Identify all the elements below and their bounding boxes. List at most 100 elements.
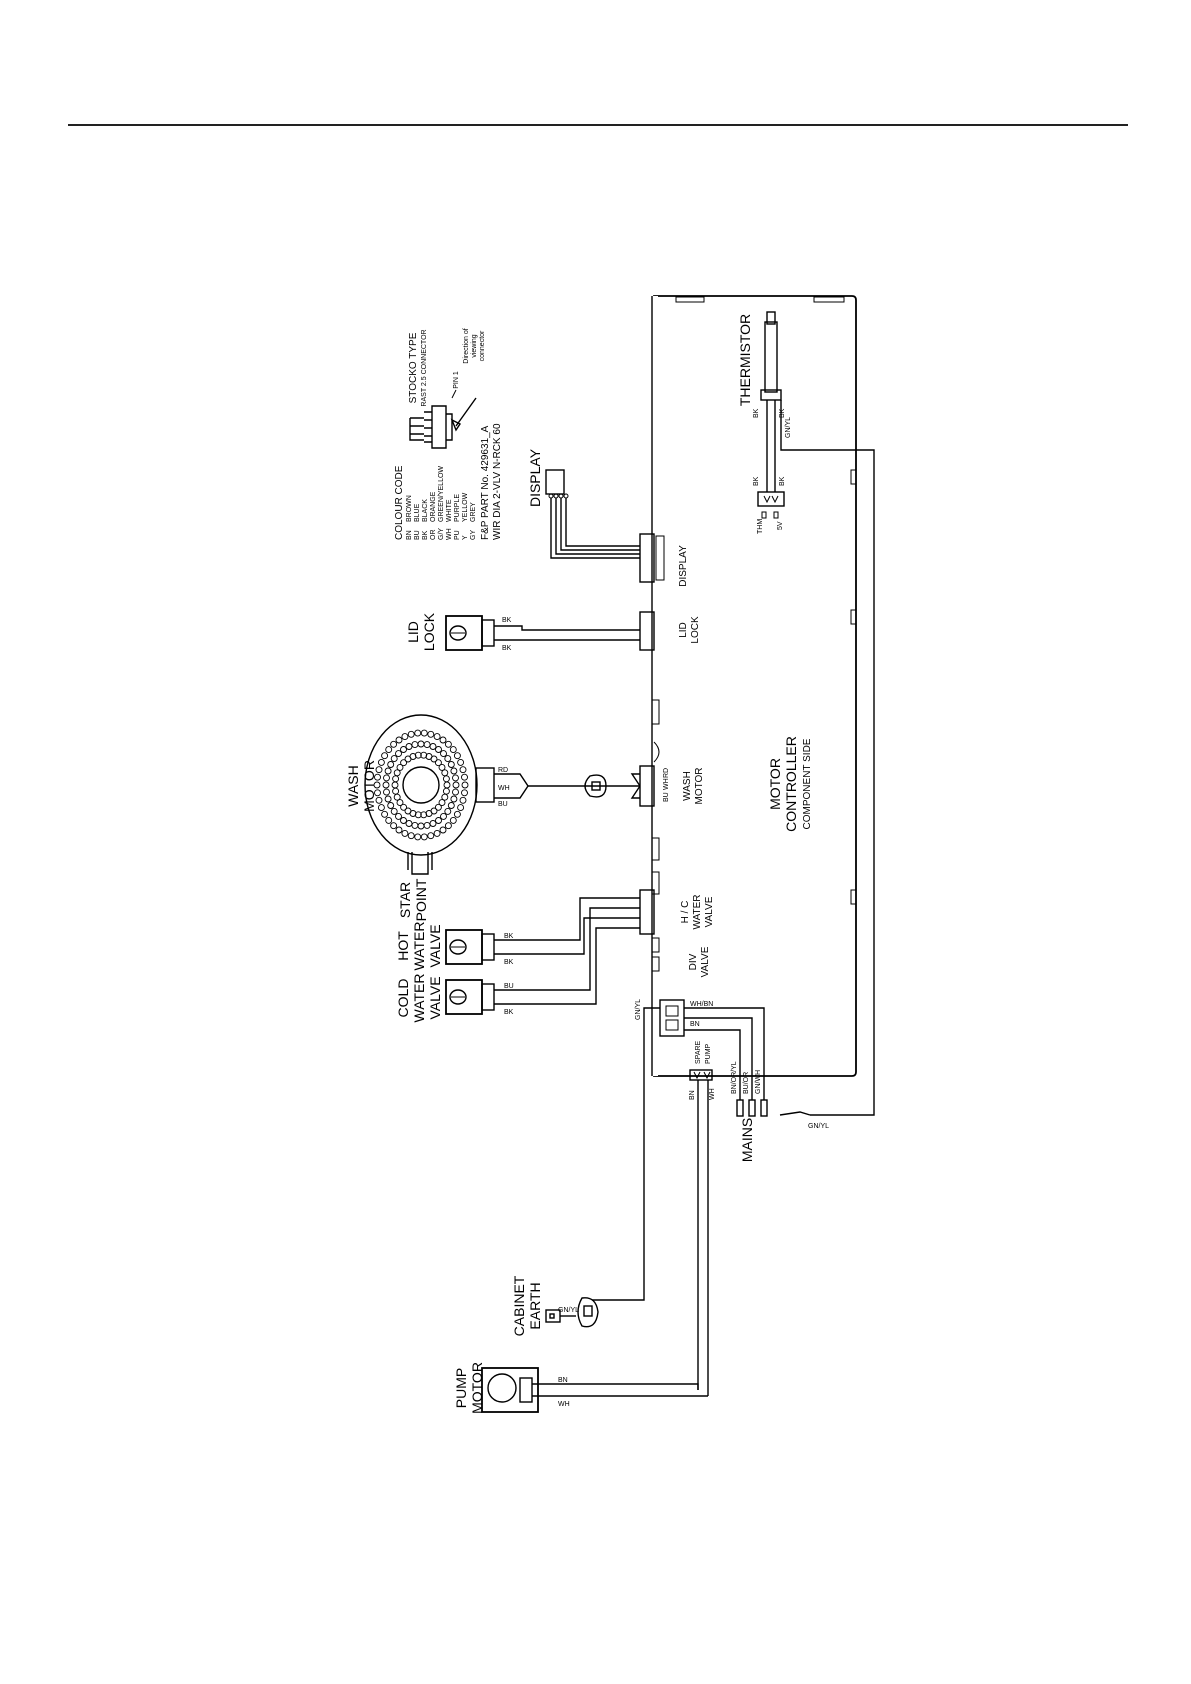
- controller-label-line3: COMPONENT SIDE: [802, 738, 813, 829]
- pump-motor-body: [481, 1367, 539, 1413]
- lid-lock-board-label-line2: LOCK: [690, 616, 701, 644]
- winding-coil: [392, 775, 400, 783]
- winding-coil: [390, 822, 398, 830]
- winding-coil: [374, 773, 381, 781]
- lid-lock-label-line2: LOCK: [421, 612, 437, 651]
- winding-coil: [384, 795, 392, 803]
- part-number-label: F&P PART No. 429631_A: [480, 425, 491, 540]
- winding-coil: [405, 743, 413, 750]
- lid-lock: LID LOCK BK BK LID LOCK: [405, 611, 701, 652]
- winding-coil: [441, 793, 449, 801]
- thermistor: THERMISTOR BK BK GN/YL BK BK THM 5V: [737, 311, 875, 1116]
- mains-wire2-label: BN: [690, 1021, 700, 1028]
- winding-coil: [435, 746, 442, 753]
- hc-valve-board-label-line1: H / C: [680, 901, 691, 924]
- star-point-label-line2: POINT: [413, 878, 429, 921]
- thermistor-pin-thm: THM: [757, 519, 764, 534]
- winding-coil: [395, 736, 403, 744]
- winding-coil: [453, 752, 461, 760]
- winding-coil: [420, 751, 428, 759]
- winding-coil: [423, 821, 431, 829]
- direction-label-line1: Direction of: [463, 328, 470, 363]
- winding-coil: [395, 750, 402, 758]
- winding-coil: [459, 766, 467, 774]
- winding-coil: [439, 736, 447, 744]
- winding-coil: [392, 787, 400, 795]
- winding-coil: [427, 730, 435, 738]
- winding-coil: [461, 781, 469, 789]
- pump-motor-wire2-label: WH: [558, 1401, 570, 1408]
- winding-coil: [444, 807, 452, 815]
- wash-motor-label-line1: WASH: [345, 765, 361, 806]
- display-board-connector: [639, 533, 655, 583]
- winding-coil: [401, 733, 409, 741]
- mains-e-label: GN/WH: [755, 1070, 762, 1094]
- winding-coil: [450, 767, 458, 775]
- winding-coil: [444, 755, 452, 763]
- winding-coil: [447, 802, 455, 809]
- colour-name-pu: PURPLE: [454, 494, 461, 522]
- winding-coil: [442, 775, 450, 783]
- winding-coil: [434, 759, 442, 767]
- mains-section: WH/BN BN GN/YL BN/OR/YL BU/OR GN/WH MAIN…: [592, 999, 829, 1301]
- lid-lock-icon: [449, 625, 467, 641]
- winding-coil: [414, 811, 422, 819]
- winding-coil: [401, 829, 409, 837]
- winding-coil: [395, 812, 402, 820]
- winding-coil: [429, 820, 437, 827]
- winding-coil: [447, 761, 455, 768]
- winding-coil: [385, 816, 393, 824]
- winding-coil: [452, 781, 460, 789]
- hot-valve-wire1-label: BK: [504, 933, 514, 940]
- colour-code-bk: BK: [422, 530, 429, 540]
- wash-motor-board-label-line1: WASH: [682, 771, 693, 801]
- header-rule: [68, 124, 1128, 126]
- winding-coil: [429, 743, 437, 750]
- colour-name-wh: WHITE: [446, 499, 453, 522]
- controller-board-outline: [653, 295, 857, 1077]
- winding-coil: [444, 740, 452, 748]
- winding-coil: [374, 789, 381, 797]
- winding-coil: [461, 773, 468, 781]
- winding-coil: [391, 781, 399, 789]
- wash-motor-board-connector: [639, 765, 655, 807]
- cold-valve-icon: [449, 989, 467, 1005]
- controller-label-line2: CONTROLLER: [783, 736, 799, 832]
- winding-coil: [411, 741, 419, 749]
- colour-name-bu: BLUE: [414, 503, 421, 522]
- star-point-label-line1: STAR: [397, 882, 413, 918]
- winding-coil: [439, 826, 447, 834]
- winding-coil: [385, 746, 393, 754]
- winding-coil: [387, 802, 395, 809]
- winding-coil: [393, 769, 401, 777]
- winding-coil: [438, 799, 446, 807]
- wash-motor-label-line2: MOTOR: [361, 760, 377, 812]
- cold-valve-label-line2: WATER: [411, 974, 427, 1023]
- winding-coil: [375, 796, 383, 804]
- pump-pin-label: PUMP: [705, 1043, 712, 1064]
- winding-coil: [409, 753, 417, 760]
- wash-motor-wire2-label: WH: [498, 785, 510, 792]
- winding-coil: [453, 810, 461, 818]
- cold-water-valve: COLD WATER VALVE BU BK: [395, 907, 640, 1023]
- winding-coil: [459, 796, 467, 804]
- thermistor-connector: [757, 491, 785, 507]
- thermistor-wire2-label: BK: [779, 408, 786, 418]
- colour-name-bn: BROWN: [406, 495, 413, 522]
- mains-earth-label: GN/YL: [635, 999, 642, 1020]
- winding-coil: [430, 755, 438, 763]
- wash-motor-windings: [373, 729, 469, 841]
- winding-coil: [377, 804, 385, 812]
- wash-motor-pin-u: RD: [663, 768, 670, 778]
- pump-wire1-label: BN: [689, 1090, 696, 1100]
- wash-motor-pin-v: WH: [663, 778, 670, 790]
- mains-n-label: BU/OR: [743, 1072, 750, 1094]
- winding-coil: [420, 729, 428, 737]
- cabinet-earth-label-line2: EARTH: [527, 1282, 543, 1329]
- winding-coil: [400, 746, 407, 753]
- winding-coil: [433, 733, 441, 741]
- wash-motor-stator-icon: [364, 714, 478, 856]
- winding-coil: [440, 812, 447, 820]
